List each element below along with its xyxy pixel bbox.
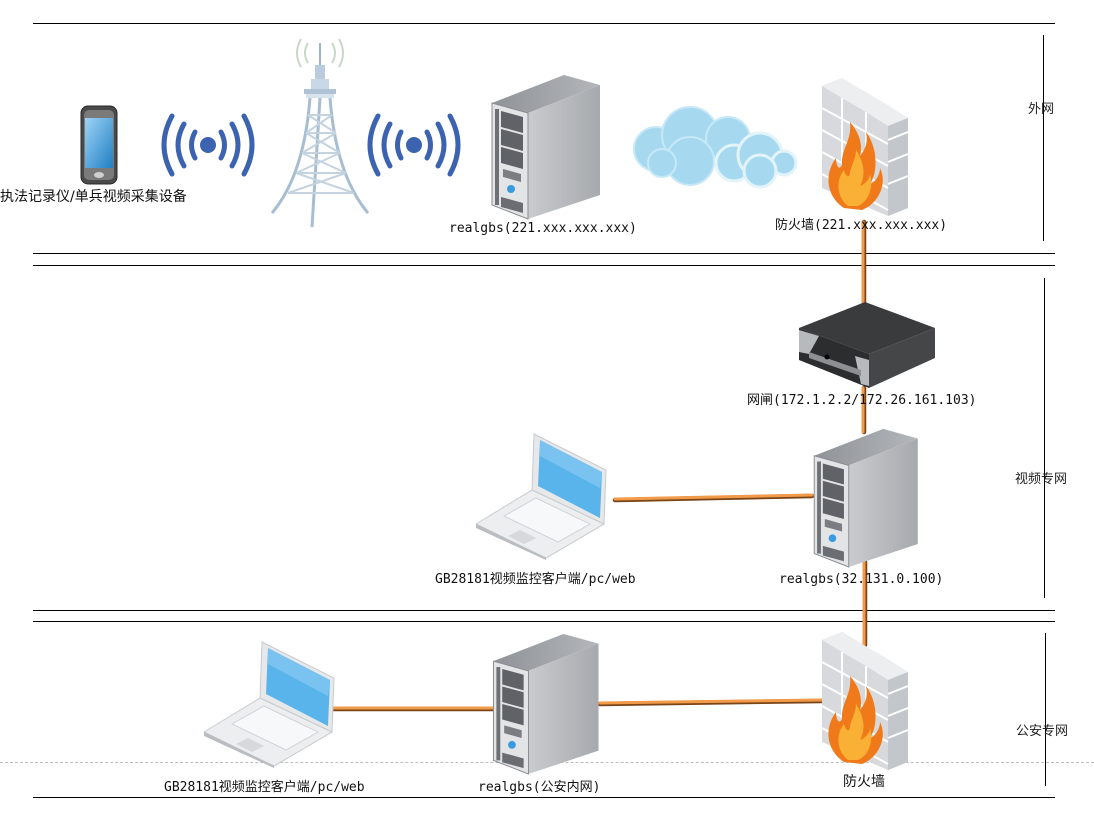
mobile-phone-icon <box>80 105 118 185</box>
gateway-appliance-icon <box>799 302 935 388</box>
server-icon <box>491 75 600 220</box>
laptop-icon <box>474 433 607 560</box>
zone-bottom-border <box>33 797 1055 798</box>
cloud-icon <box>633 106 798 189</box>
client-video-label: GB28181视频监控客户端/pc/web <box>435 572 636 587</box>
zone-label-video: 视频专网 <box>1015 472 1068 487</box>
wireless-signal-icon <box>367 113 461 177</box>
firewall-icon <box>821 78 909 216</box>
zone-divider-video-top <box>33 610 1055 611</box>
realgbs-police-label: realgbs(公安内网) <box>478 780 601 795</box>
firewall-external-label: 防火墙(221.xxx.xxx.xxx) <box>775 218 948 233</box>
server-icon <box>492 633 599 775</box>
firewall-icon <box>821 632 909 770</box>
firewall-police-label: 防火墙 <box>843 774 885 790</box>
realgbs-external-label: realgbs(221.xxx.xxx.xxx) <box>449 221 637 236</box>
radio-tower-icon <box>270 38 370 228</box>
zone-divider-video-bottom <box>33 621 1055 622</box>
realgbs-video-label: realgbs(32.131.0.100) <box>779 572 944 587</box>
laptop-icon <box>202 641 335 768</box>
zone-label-external: 外网 <box>1028 102 1055 117</box>
recorder-label: 执法记录仪/单兵视频采集设备 <box>0 189 187 205</box>
server-icon <box>813 428 918 568</box>
zone-divider-external-top <box>33 253 1055 254</box>
zone-label-police: 公安专网 <box>1016 724 1069 739</box>
client-police-label: GB28181视频监控客户端/pc/web <box>164 780 365 795</box>
zone-top-border <box>33 23 1055 24</box>
gateway-label: 网闸(172.1.2.2/172.26.161.103) <box>747 393 977 408</box>
zone-divider-external-bottom <box>33 265 1055 266</box>
zone-bracket-video <box>1044 278 1045 598</box>
zone-bracket-external <box>1043 35 1044 241</box>
wireless-signal-icon <box>161 113 255 177</box>
zone-bracket-police <box>1045 633 1046 786</box>
